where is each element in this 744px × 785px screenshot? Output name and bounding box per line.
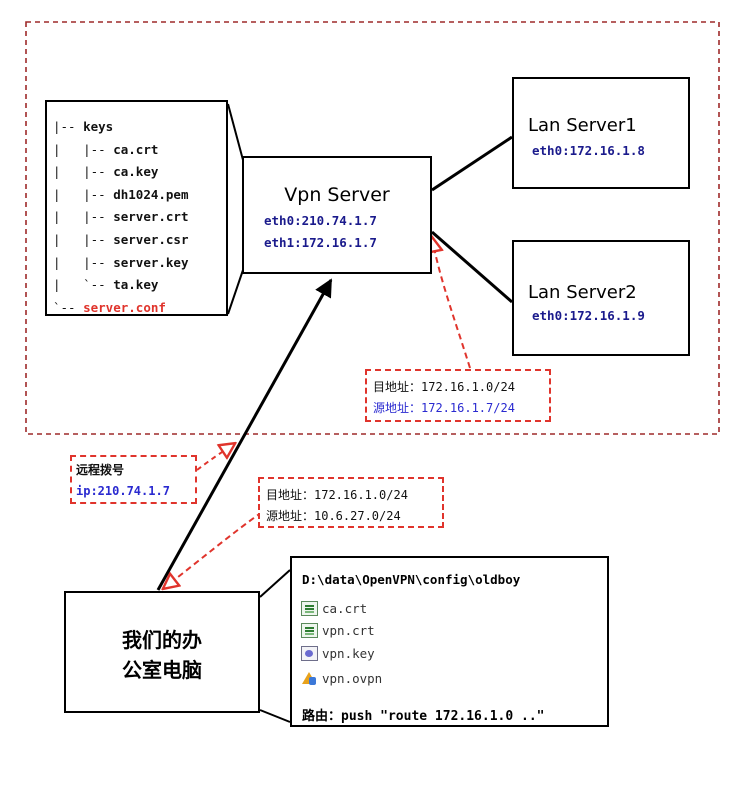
config-file-item[interactable]: vpn.ovpn (301, 668, 382, 688)
tree-line: | `-- ta.key (53, 274, 226, 297)
server-keys-tree: |-- keys | |-- ca.crt | |-- ca.key | |--… (45, 100, 228, 316)
key-file-icon (301, 645, 318, 661)
config-file-name: vpn.ovpn (322, 670, 383, 686)
client-route-line: 路由：push "route 172.16.1.0 .." (302, 709, 545, 724)
tree-prefix: | |-- (53, 141, 114, 157)
vpn-server-node: Vpn Server eth0:210.74.1.7 eth1:172.16.1… (242, 156, 432, 274)
link-vpn-lan1 (431, 135, 513, 192)
vpn-server-eth0: eth0:210.74.1.7 (264, 213, 377, 228)
office-pc-label-line1: 我们的办 (122, 628, 202, 652)
config-file-item[interactable]: vpn.key (301, 643, 375, 663)
tree-prefix: | |-- (53, 254, 114, 270)
office-pc-label: 我们的办 公室电脑 (66, 625, 258, 685)
route-note-mid: 目地址：172.16.1.0/24 源地址：10.6.27.0/24 (258, 477, 444, 528)
route-note-dest: 目地址：172.16.1.0/24 (266, 488, 408, 502)
tree-file-name: ca.crt (113, 141, 159, 157)
tree-file-name: ta.key (113, 277, 159, 293)
tree-prefix: `-- (53, 299, 84, 315)
route-note-dest: 目地址：172.16.1.0/24 (373, 380, 515, 394)
keys-callout-line-bottom (227, 269, 244, 315)
keys-callout-line-top (227, 103, 244, 161)
tree-prefix: | |-- (53, 231, 114, 247)
tree-file-name: server.key (113, 254, 189, 270)
route-arrow-mid (164, 511, 263, 588)
tree-line: | |-- server.key (53, 252, 226, 275)
tree-file-name-highlighted: server.conf (83, 299, 166, 315)
client-config-folder: D:\data\OpenVPN\config\oldboy ca.crt vpn… (290, 556, 609, 727)
lan-server1-node: Lan Server1 eth0:172.16.1.8 (512, 77, 690, 189)
tree-line: |-- keys (53, 116, 226, 139)
config-file-name: vpn.key (322, 645, 375, 661)
remote-dial-title: 远程拨号 (76, 463, 125, 477)
config-callout-line-bottom (259, 709, 291, 723)
tree-prefix: | |-- (53, 186, 114, 202)
certificate-icon (301, 622, 318, 638)
config-file-item[interactable]: ca.crt (301, 598, 367, 618)
remote-dial-ip: ip:210.74.1.7 (76, 484, 170, 498)
tunnel-arrow (156, 278, 333, 591)
route-note-src: 源地址：10.6.27.0/24 (266, 509, 401, 523)
lan-server1-eth0: eth0:172.16.1.8 (532, 143, 645, 158)
config-file-item[interactable]: vpn.crt (301, 620, 375, 640)
tree-line: | |-- server.csr (53, 229, 226, 252)
tree-prefix: | |-- (53, 209, 114, 225)
openvpn-config-icon (301, 671, 318, 686)
tree-line: | |-- ca.crt (53, 139, 226, 162)
lan-server2-eth0: eth0:172.16.1.9 (532, 308, 645, 323)
tree-line: | |-- dh1024.pem (53, 184, 226, 207)
config-file-name: ca.crt (322, 600, 368, 616)
lan-server2-node: Lan Server2 eth0:172.16.1.9 (512, 240, 690, 356)
office-pc-label-line2: 公室电脑 (122, 658, 202, 682)
tree-dir-name: keys (83, 119, 114, 134)
lan-server1-title: Lan Server1 (528, 115, 637, 136)
tree-line: | |-- ca.key (53, 161, 226, 184)
dial-arrow (196, 444, 234, 471)
link-vpn-lan2 (431, 230, 513, 304)
vpn-server-title: Vpn Server (284, 184, 390, 206)
tree-file-name: server.csr (113, 231, 189, 247)
vpn-server-eth1: eth1:172.16.1.7 (264, 235, 377, 250)
config-callout-line-top (259, 569, 291, 598)
certificate-icon (301, 600, 318, 616)
tree-file-name: ca.key (113, 164, 159, 180)
config-file-name: vpn.crt (322, 622, 375, 638)
route-note-top: 目地址：172.16.1.0/24 源地址：172.16.1.7/24 (365, 369, 551, 422)
tree-prefix: |-- (53, 119, 84, 134)
tree-line: | |-- server.crt (53, 206, 226, 229)
office-pc-node: 我们的办 公室电脑 (64, 591, 260, 713)
route-note-src: 源地址：172.16.1.7/24 (373, 401, 515, 415)
tree-prefix: | `-- (53, 277, 114, 293)
config-folder-path: D:\data\OpenVPN\config\oldboy (302, 572, 521, 587)
tree-file-name: server.crt (113, 209, 189, 225)
tree-line: `-- server.conf (53, 297, 226, 320)
lan-server2-title: Lan Server2 (528, 282, 637, 303)
tree-file-name: dh1024.pem (113, 186, 189, 202)
tree-prefix: | |-- (53, 164, 114, 180)
internal-network-boundary (25, 21, 720, 435)
remote-dial-note: 远程拨号 ip:210.74.1.7 (70, 455, 197, 504)
route-arrow-top (432, 238, 471, 369)
